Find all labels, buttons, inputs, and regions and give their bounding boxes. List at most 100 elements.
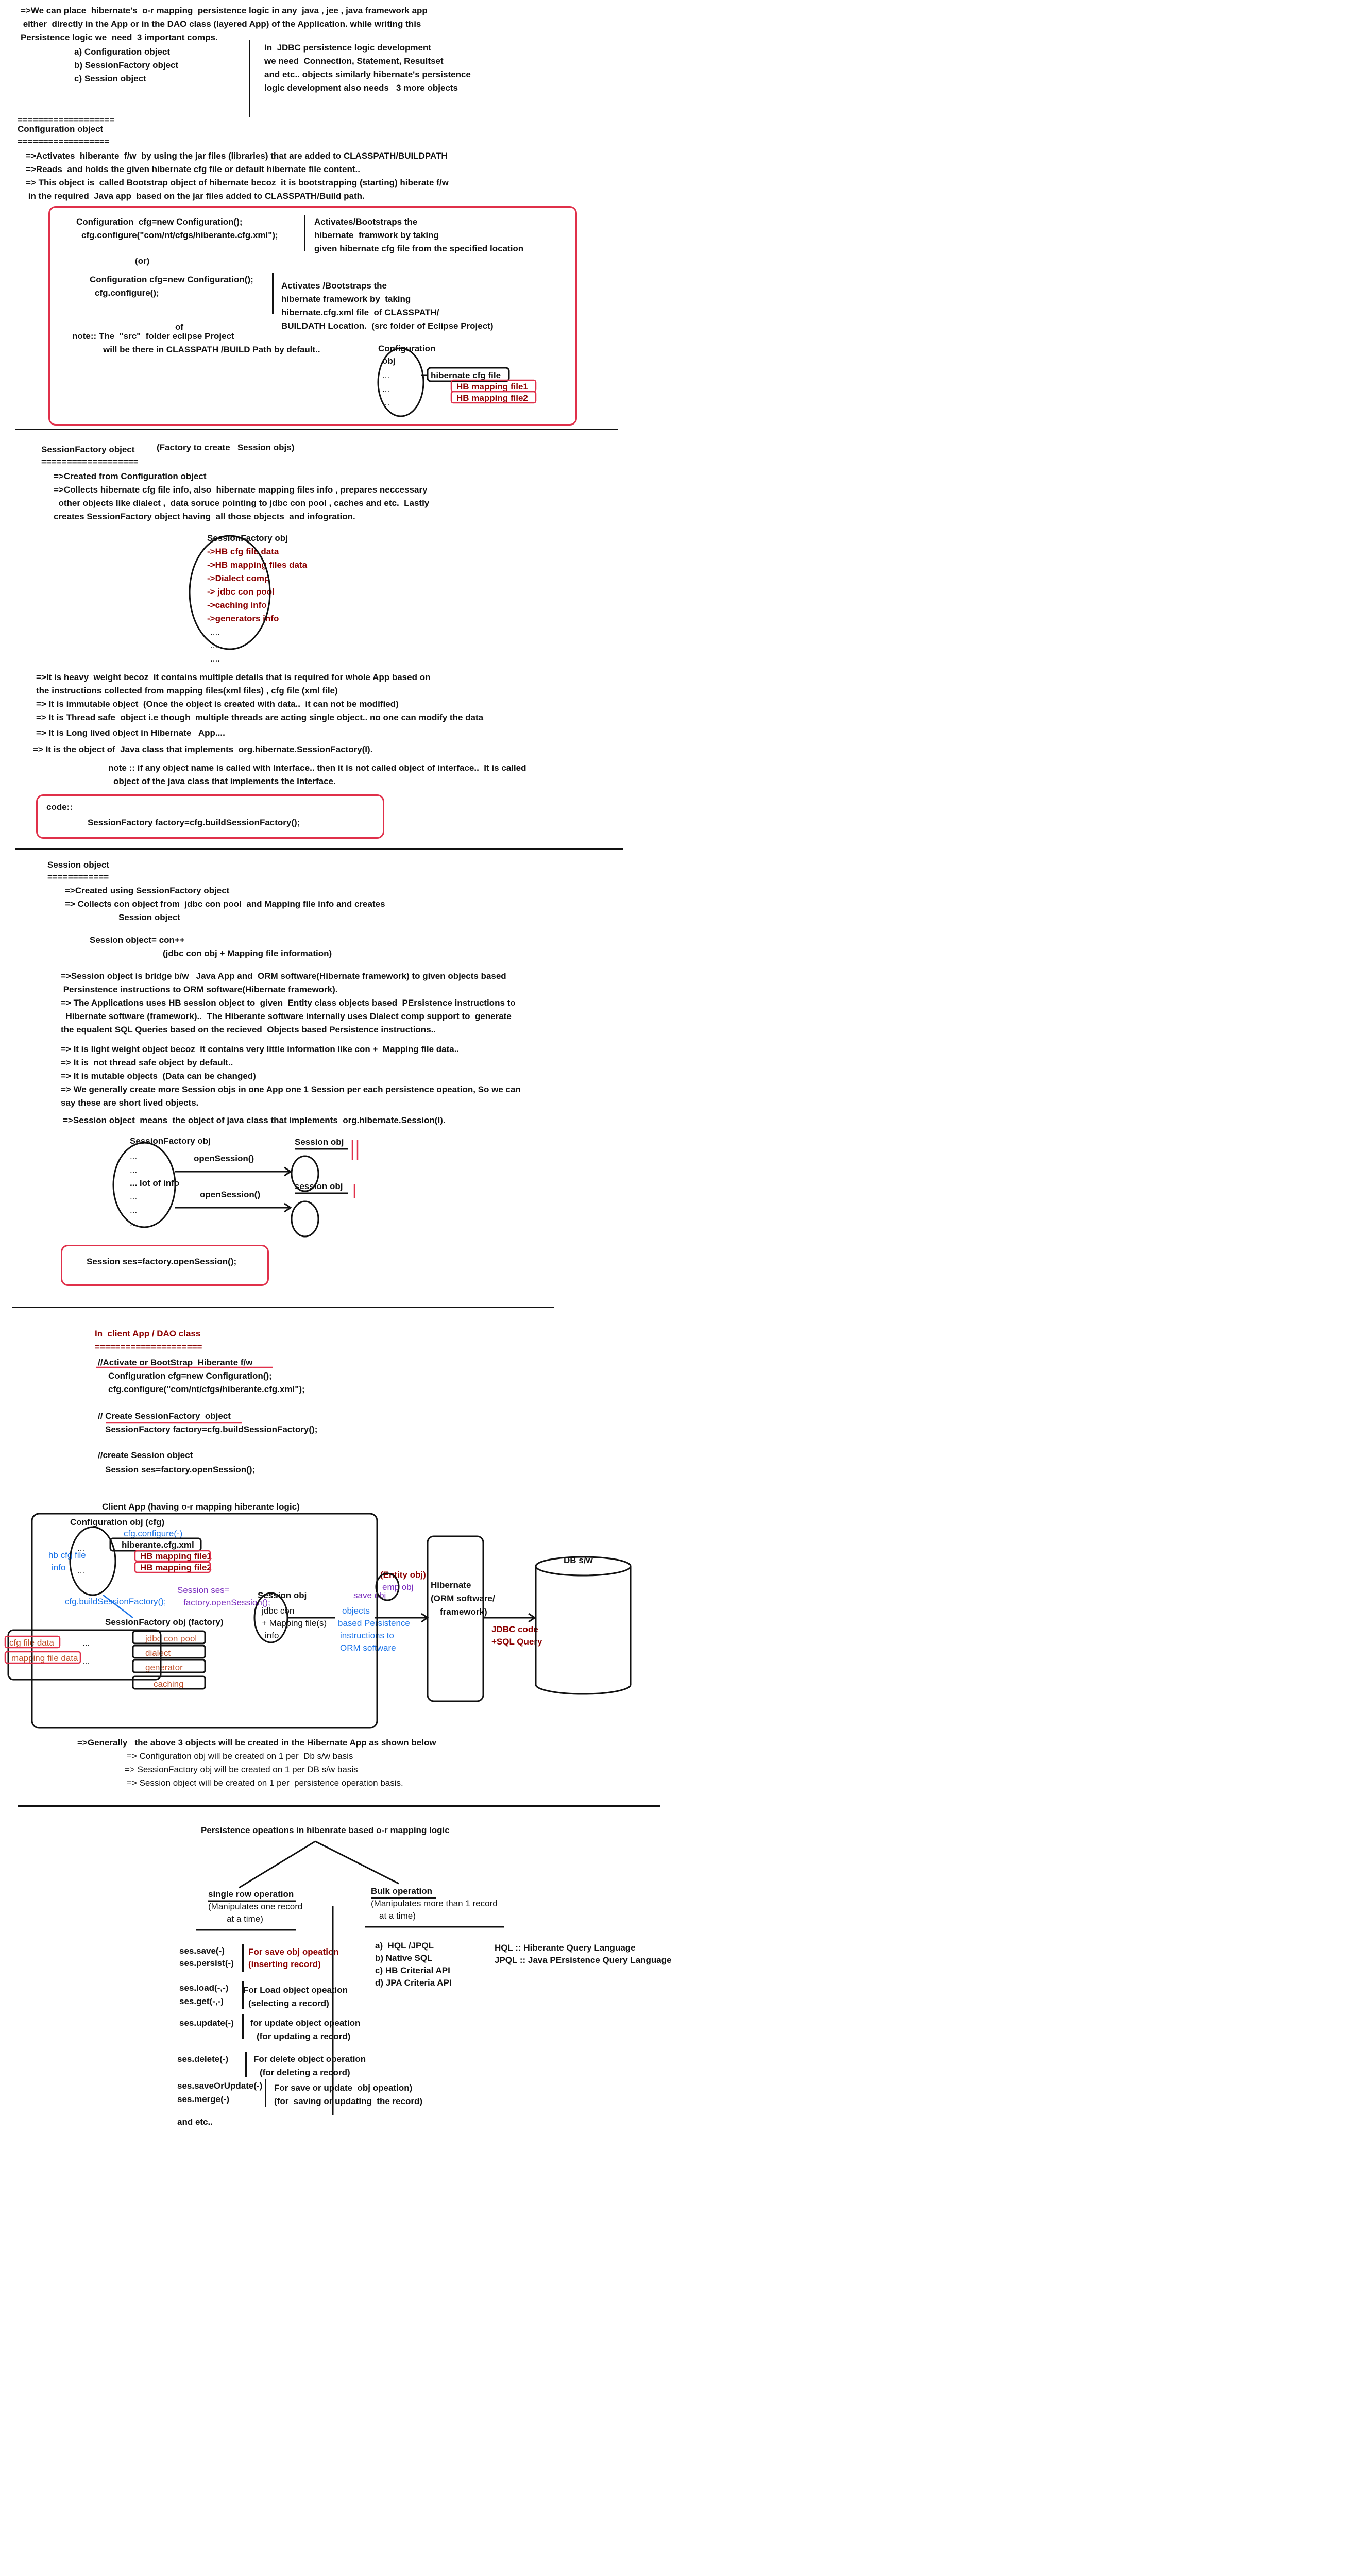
- ops-load-2: ses.get(-,-): [179, 1996, 224, 2006]
- or-label: (or): [135, 256, 150, 266]
- factory-p4: creates SessionFactory object having all…: [54, 512, 355, 521]
- ops-bulk-1: a) HQL /JPQL: [375, 1941, 434, 1951]
- arrow-head: [421, 1613, 429, 1623]
- dialect-box: [132, 1645, 206, 1659]
- factory-title: SessionFactory object: [41, 445, 135, 454]
- session-r1: => It is light weight object becoz it co…: [61, 1044, 460, 1054]
- factory-diag-item: ->caching info: [207, 600, 267, 610]
- ops-delete: ses.delete(-): [177, 2054, 229, 2064]
- blue-arrow: [103, 1595, 133, 1618]
- session-p5: (jdbc con obj + Mapping file information…: [163, 948, 332, 958]
- factory-subtitle: (Factory to create Session objs): [157, 443, 295, 452]
- ops-title: Persistence opeations in hibenrate based…: [201, 1825, 450, 1835]
- open-session-2: openSession(): [200, 1190, 261, 1199]
- ops-save-or-update: ses.saveOrUpdate(-): [177, 2081, 263, 2091]
- config-code-2b: cfg.configure();: [95, 288, 159, 298]
- comp-c: c) Session object: [74, 74, 146, 83]
- pool-box: [132, 1630, 206, 1645]
- session-obj-1: Session obj: [295, 1137, 344, 1147]
- arch-hb-cfg-info-2: info: [52, 1563, 66, 1572]
- divider: [242, 1944, 244, 1972]
- config-note-3a: note:: The "src" folder eclipse Project: [72, 331, 234, 341]
- client-c5: SessionFactory factory=cfg.buildSessionF…: [105, 1425, 318, 1434]
- arch-objects-4: ORM software: [340, 1643, 396, 1653]
- ops-single: single row operation: [208, 1889, 294, 1899]
- factory-diag-item: ....: [210, 627, 220, 637]
- factory-diag-item: ....: [210, 654, 220, 664]
- arch-jdbc-code-1: JDBC code: [491, 1624, 538, 1634]
- jdbc-note-4: logic development also needs 3 more obje…: [264, 83, 458, 93]
- session-r3: => It is mutable objects (Data can be ch…: [61, 1071, 256, 1081]
- ops-bulk-sub-1: (Manipulates more than 1 record: [371, 1899, 498, 1908]
- arch-cfg-configure: cfg.configure(-): [124, 1529, 183, 1538]
- session-obj-ellipse: [253, 1592, 288, 1643]
- intro-line-3: Persistence logic we need 3 important co…: [21, 32, 218, 42]
- jdbc-note-2: we need Connection, Statement, Resultset: [264, 56, 444, 66]
- arch-cfg-obj: Configuration obj (cfg): [70, 1517, 165, 1527]
- cfg-obj-ellipse: [69, 1526, 116, 1596]
- arch-sf-obj: SessionFactory obj (factory): [105, 1617, 224, 1627]
- config-diag-dots: ...: [382, 370, 390, 380]
- section-divider: [15, 429, 618, 430]
- session-obj-ellipse-1: [291, 1155, 319, 1192]
- factory-code: SessionFactory factory=cfg.buildSessionF…: [88, 818, 300, 827]
- divider: [272, 273, 274, 314]
- intro-line-1: =>We can place hibernate's o-r mapping p…: [21, 6, 428, 15]
- comp-a: a) Configuration object: [74, 47, 171, 57]
- arch-objects-2: based Persistence: [338, 1618, 410, 1628]
- db-cylinder-top: [535, 1556, 632, 1577]
- config-code-1a: Configuration cfg=new Configuration();: [76, 217, 243, 227]
- ops-su-note-2: (for saving or updating the record): [274, 2096, 423, 2106]
- arch-hb-cfg-xml: hiberante.cfg.xml: [122, 1540, 194, 1550]
- divider: [245, 2052, 247, 2077]
- client-rule: =====================: [95, 1342, 202, 1352]
- divider: [304, 215, 305, 251]
- divider: [265, 2079, 266, 2107]
- ops-jpql: JPQL :: Java PErsistence Query Language: [495, 1955, 672, 1965]
- config-diag-map2: HB mapping file2: [456, 393, 528, 403]
- generator-box: [132, 1659, 206, 1673]
- factory-b3: => It is immutable object (Once the obje…: [36, 699, 399, 709]
- arch-map1: HB mapping file1: [140, 1551, 212, 1561]
- factory-b5: => It is Long lived object in Hibernate …: [36, 728, 225, 738]
- ops-hql: HQL :: Hiberante Query Language: [495, 1943, 636, 1953]
- config-code-2a: Configuration cfg=new Configuration();: [90, 275, 253, 284]
- hb-cfg-xml-box: [109, 1537, 202, 1552]
- config-note-3b: will be there in CLASSPATH /BUILD Path b…: [103, 345, 320, 354]
- session-p3: Session object: [118, 912, 180, 922]
- arrow-head: [528, 1613, 536, 1623]
- session-diag-dots: ...: [130, 1151, 138, 1161]
- config-note-1c: given hibernate cfg file from the specif…: [314, 244, 524, 253]
- factory-b4: => It is Thread safe object i.e though m…: [36, 713, 484, 722]
- factory-code-label: code::: [46, 802, 73, 812]
- arch-hibernate-3: framework): [440, 1607, 487, 1617]
- config-note-1b: hibernate framwork by taking: [314, 230, 439, 240]
- intro-line-2: either directly in the App or in the DAO…: [21, 19, 421, 29]
- divider: [242, 2014, 244, 2039]
- arch-caching: caching: [154, 1679, 184, 1689]
- client-c4: // Create SessionFactory object: [98, 1411, 231, 1421]
- cfg-data-box: [4, 1635, 61, 1649]
- tree-line: [315, 1840, 399, 1885]
- jdbc-note-3: and etc.. objects similarly hibernate's …: [264, 70, 471, 79]
- of-label: of: [175, 322, 184, 332]
- ops-delete-note-2: (for deleting a record): [260, 2067, 350, 2077]
- ops-etc: and etc..: [177, 2117, 213, 2127]
- session-p2: => Collects con object from jdbc con poo…: [65, 899, 385, 909]
- session-r2: => It is not thread safe object by defau…: [61, 1058, 233, 1067]
- session-diag-dots: ...: [130, 1192, 138, 1201]
- hibernate-box: [427, 1535, 484, 1702]
- config-diag-map1: HB mapping file1: [456, 382, 528, 392]
- factory-diag-item: ->HB cfg file data: [207, 547, 279, 556]
- factory-p1: =>Created from Configuration object: [54, 471, 207, 481]
- session-q1: =>Session object is bridge b/w Java App …: [61, 971, 506, 981]
- arch-mapping-file-data: mapping file data: [11, 1653, 78, 1663]
- open-session-1: openSession(): [194, 1154, 254, 1163]
- session-p1: =>Created using SessionFactory object: [65, 886, 230, 895]
- factory-note-2: object of the java class that implements…: [113, 776, 336, 786]
- ops-load-note-1: For Load object opeation: [243, 1985, 348, 1995]
- config-note-2a: Activates /Bootstraps the: [281, 281, 387, 291]
- session-q5: the equalent SQL Queries based on the re…: [61, 1025, 436, 1035]
- map-file-box: [450, 391, 537, 404]
